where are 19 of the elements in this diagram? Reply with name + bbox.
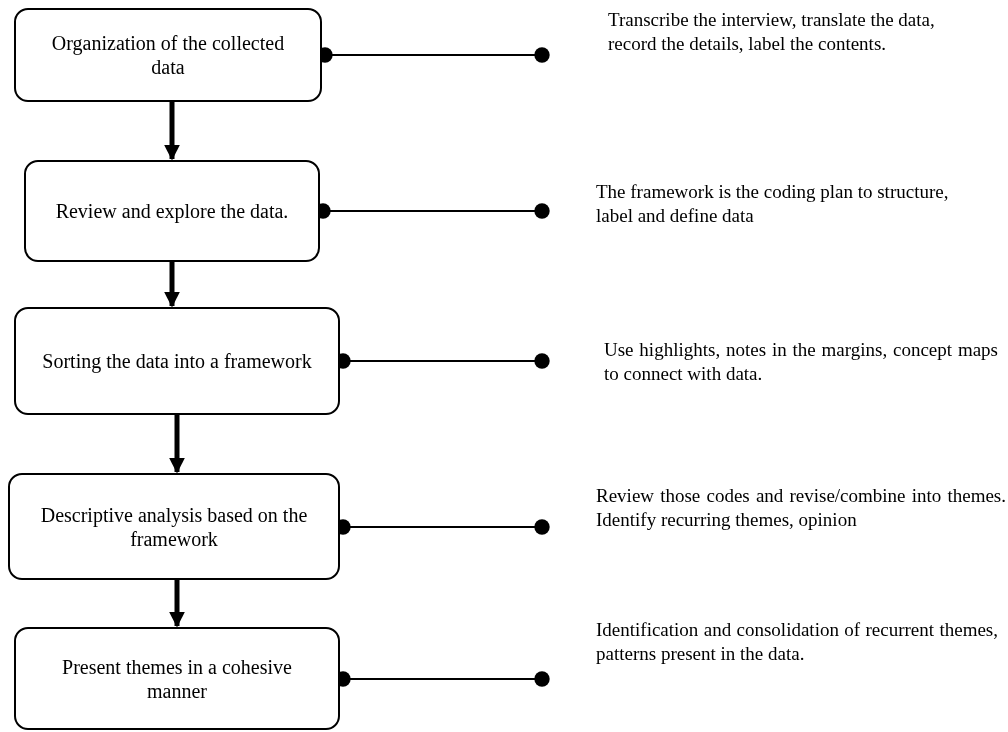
description-text: Identification and consolidation of recurrent themes, patterns present in the data.: [596, 618, 998, 666]
description-text: Transcribe the interview, translate the data, record the details, label the contents.: [608, 8, 936, 56]
arrow: [164, 262, 180, 308]
description-text: Use highlights, notes in the margins, concept maps to connect with data.: [604, 338, 998, 386]
arrow: [169, 580, 185, 628]
step-label: Review and explore the data.: [55, 199, 289, 223]
step-label: Sorting the data into a framework: [42, 349, 312, 373]
step-label: Descriptive analysis based on the framework: [39, 502, 309, 551]
process-box: [14, 307, 340, 415]
process-box: [8, 473, 340, 580]
process-box: [14, 8, 322, 102]
arrow: [164, 102, 180, 161]
step-label: Present themes in a cohesive manner: [61, 654, 293, 703]
description-text: Review those codes and revise/combine into themes. Identify recurring themes, opinion: [596, 484, 1006, 532]
arrow: [169, 415, 185, 474]
step-label: Organization of the collected data: [50, 31, 286, 79]
process-box: [24, 160, 320, 262]
description-text: The framework is the coding plan to structure, label and define data: [596, 180, 950, 228]
process-box: [14, 627, 340, 730]
